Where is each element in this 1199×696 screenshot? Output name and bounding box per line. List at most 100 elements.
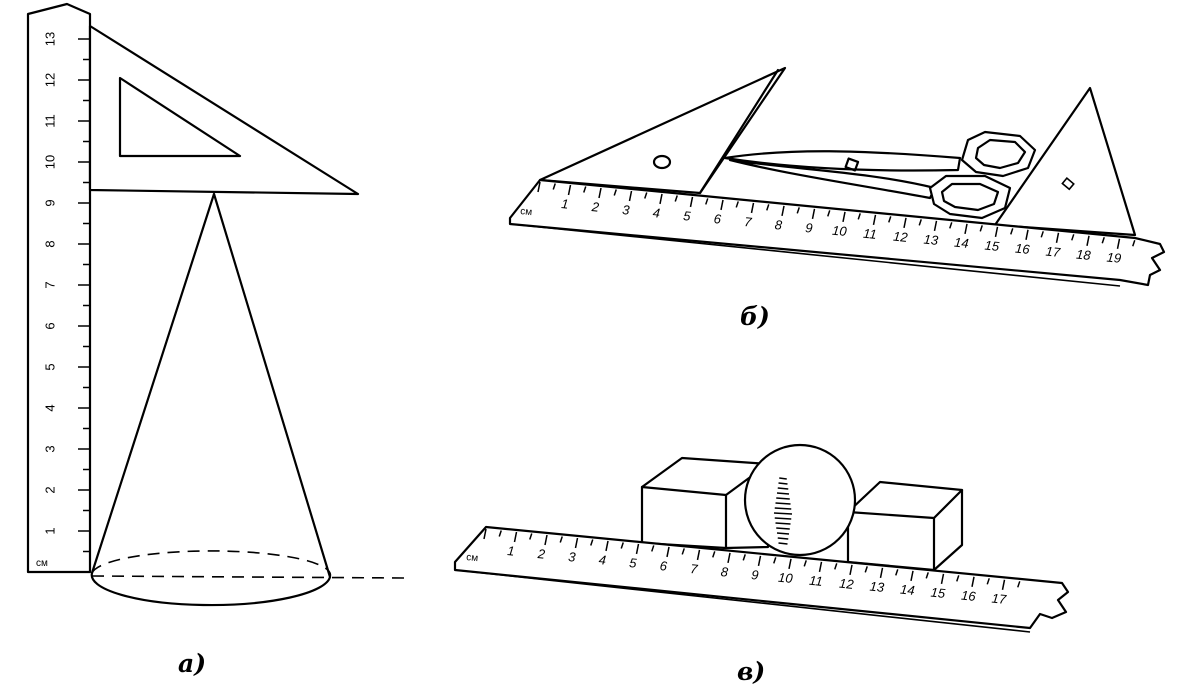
vertical-ruler-label: 5 [43,363,58,370]
ruler-tick [925,572,929,579]
ruler-tick [750,202,755,214]
ruler-tick [498,530,502,537]
ruler-label: 8 [774,217,783,233]
ball-shading-line [773,512,793,515]
ruler-tick [918,219,922,226]
ruler-label: 18 [1076,247,1093,263]
vertical-ruler-label: 2 [43,486,58,493]
ruler-tick [1086,235,1090,246]
ruler-tick [781,205,785,217]
ball-shading-line [774,507,792,510]
ruler-tick [811,208,816,220]
ruler-tick [956,575,960,582]
ruler-tick [651,545,655,552]
ruler-label: 14 [954,235,970,251]
ruler-tick [628,190,633,202]
ruler-label: 4 [598,552,607,568]
vertical-ruler-label: 6 [43,322,58,329]
vertical-ruler-unit: см [36,558,48,569]
ruler-tick [590,539,594,546]
ball-shading-line [776,532,790,535]
ruler-label: 2 [590,199,600,215]
ruler-label: 6 [659,558,668,574]
ruler-tick [537,181,541,193]
ruler-label: 9 [751,567,760,583]
figure-a-caption: а) [178,649,206,678]
ruler-tick [895,569,899,576]
ruler-tick [1055,232,1060,243]
ruler-tick [513,531,518,543]
ball-shading-line [774,517,792,520]
ruler-label: 12 [839,576,856,592]
ruler-c-unit: см [466,552,479,564]
ruler-label: 19 [1106,250,1122,266]
ruler-label: 12 [893,229,910,245]
ruler-tick [796,207,800,214]
vertical-ruler-label: 8 [43,240,58,247]
ruler-tick [1001,579,1006,590]
ball-shading-line [778,542,788,545]
right-cube [846,480,964,572]
ruler-tick [1040,231,1044,238]
ball-shading-line [776,492,790,495]
right-set-square [993,86,1137,237]
ruler-tick [559,536,563,543]
ball-shading-line [776,527,790,530]
ruler-tick [1071,234,1075,241]
ruler-tick [552,183,556,190]
ruler-tick [864,566,868,573]
ruler-tick [910,570,914,581]
ruler-tick [644,192,648,199]
ruler-tick [1010,228,1014,235]
scissors [723,130,1037,220]
ruler-tick [818,561,823,573]
ruler-tick [705,198,709,205]
cone [90,192,406,607]
vertical-ruler-label: 4 [43,404,58,411]
ruler-label: 1 [561,196,570,212]
ruler-tick [567,184,572,196]
ruler-label: 7 [744,214,753,230]
ruler-tick [613,189,617,196]
ruler-tick [727,552,731,564]
ruler-tick [803,560,807,567]
ruler-label: 5 [683,208,692,224]
ball [743,443,857,557]
ruler-label: 16 [1015,241,1032,257]
ruler-tick [605,540,609,552]
ruler-label: 1 [507,543,516,559]
ruler-tick [788,558,792,570]
ruler-tick [842,211,846,223]
ruler-tick [583,186,587,193]
ball-shading-line [775,502,791,505]
ruler-tick [834,563,838,570]
vertical-ruler-label: 9 [43,199,58,206]
ball-shading-line [777,537,789,540]
ball-shading-line [776,497,790,500]
ruler-tick [903,217,907,229]
ruler-tick [1132,240,1136,247]
ruler-tick [986,578,990,585]
ruler-tick [696,549,701,561]
ruler-tick [849,564,853,576]
vertical-ruler-label: 11 [43,114,58,128]
ruler-tick [620,542,624,549]
ruler-tick [666,546,670,558]
ruler-label: 4 [652,205,661,221]
vertical-ruler-label: 13 [43,32,58,46]
ruler-label: 3 [622,202,631,218]
ruler-label: 17 [991,591,1008,607]
ruler-label: 8 [720,564,729,580]
ruler-tick [872,214,877,226]
ruler-tick [827,210,831,217]
ruler-tick [712,551,716,558]
ruler-label: 14 [900,582,916,598]
vertical-ruler-label: 3 [43,445,58,452]
ruler-label: 10 [832,223,849,239]
